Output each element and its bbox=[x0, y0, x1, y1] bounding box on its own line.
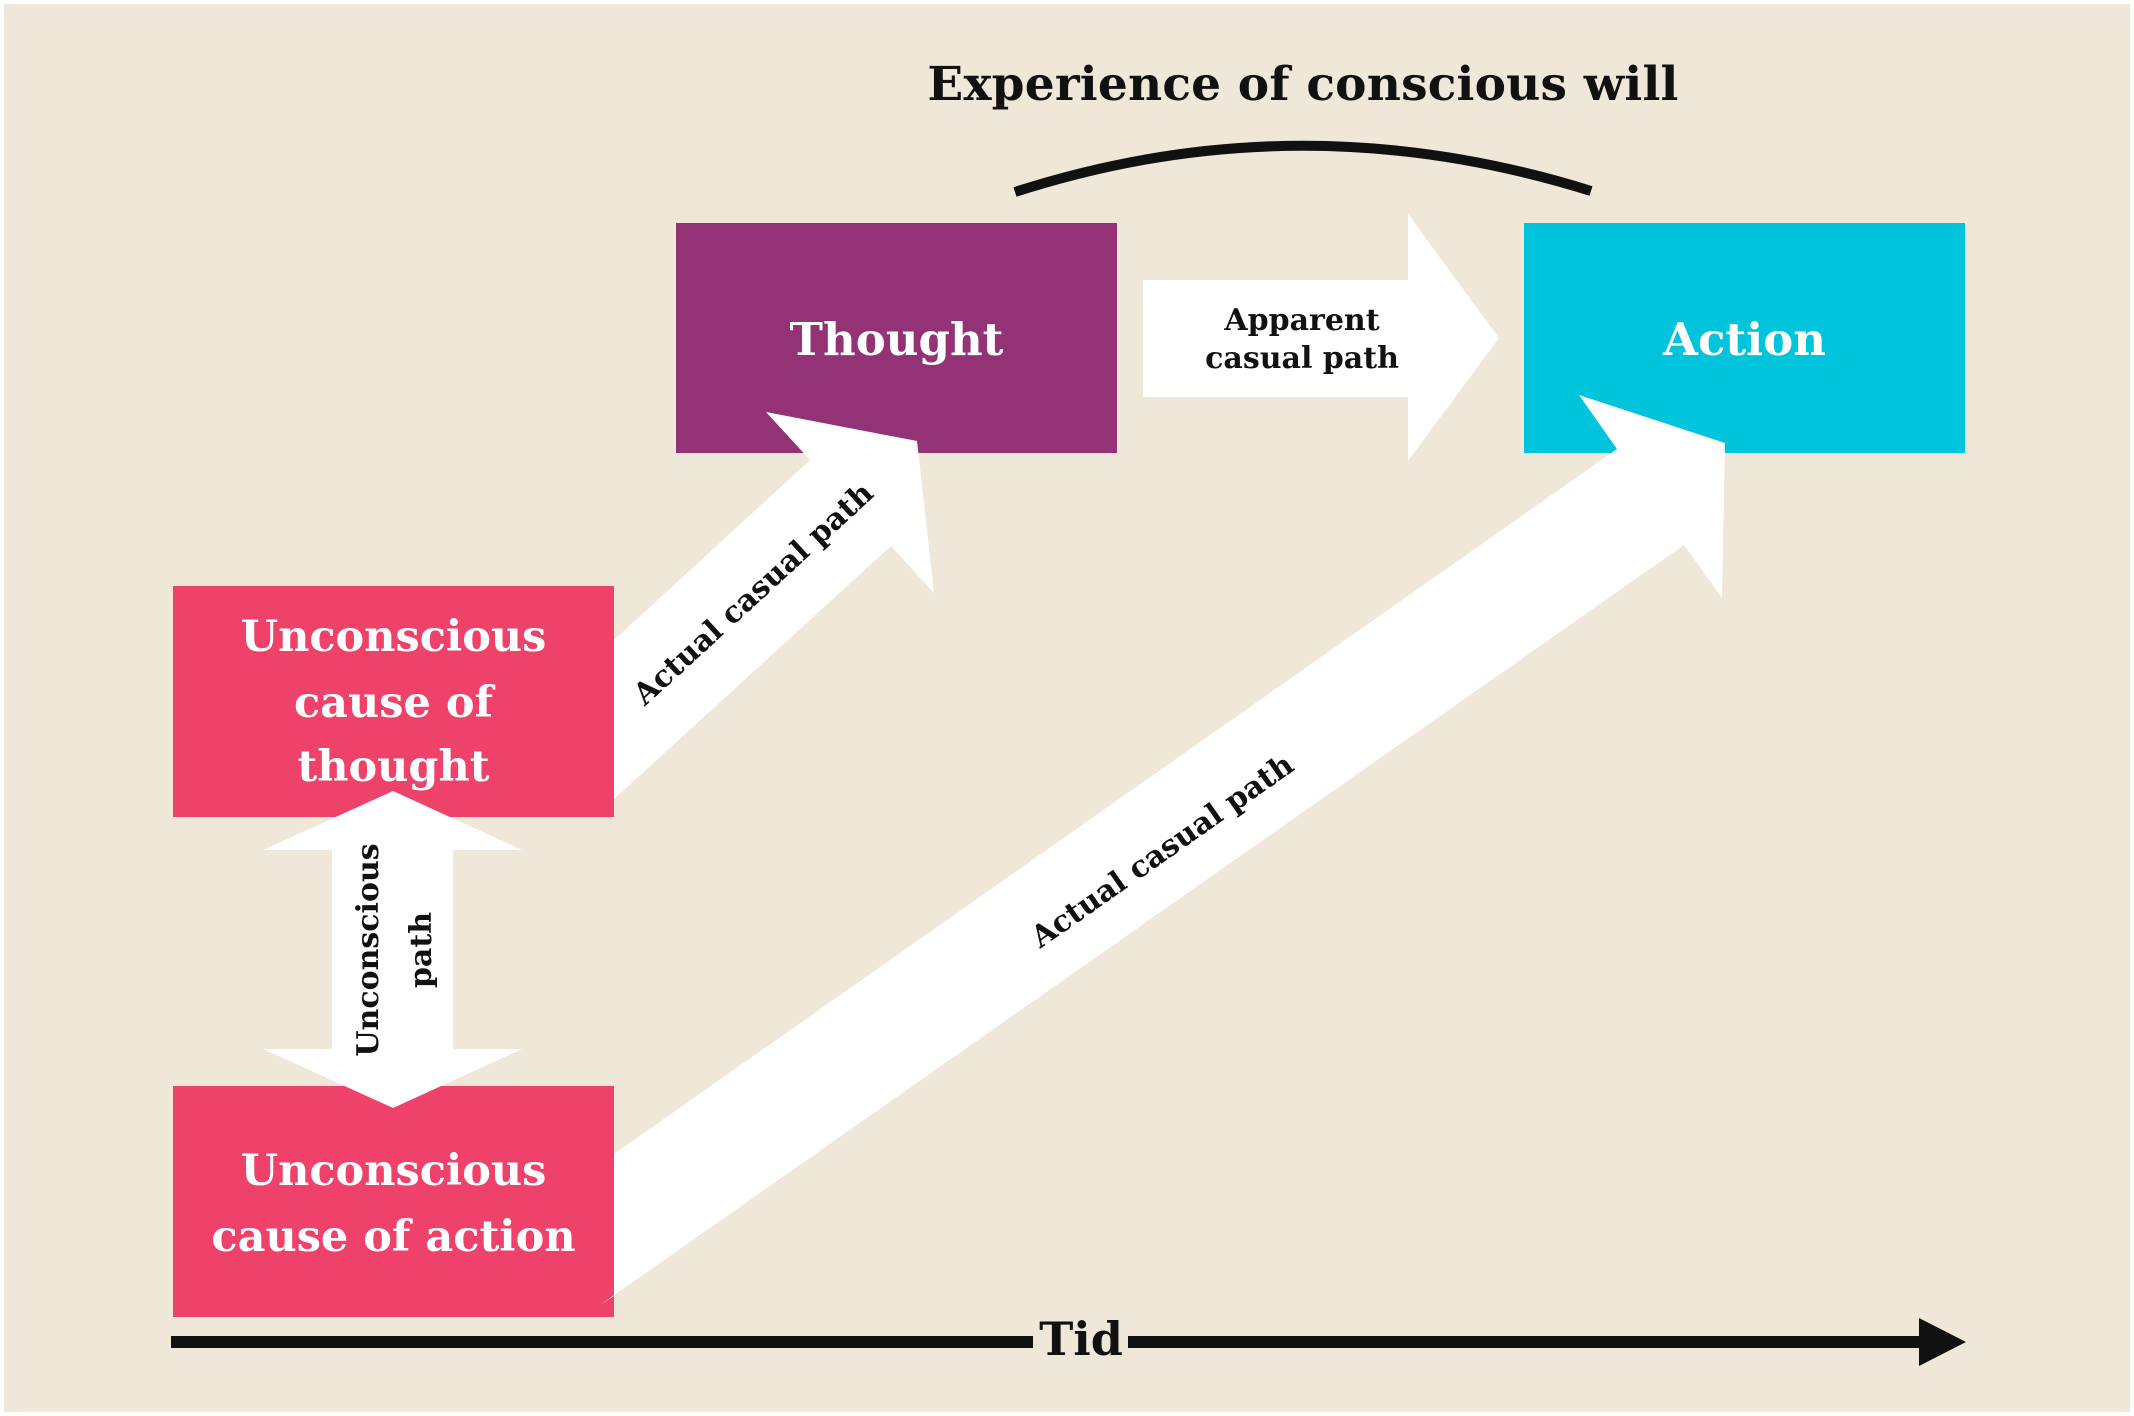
actual-path-to-thought-arrow bbox=[614, 412, 934, 799]
time-axis-label: Tid bbox=[1039, 1312, 1123, 1366]
apparent-path-arrow bbox=[1143, 214, 1499, 461]
diagram-title: Experience of conscious will bbox=[927, 57, 1678, 112]
unconscious-path-label-line-1: Unconscious bbox=[351, 843, 386, 1056]
unconscious-path-label-line-2: path bbox=[404, 912, 439, 988]
time-axis-arrowhead-icon bbox=[1919, 1318, 1966, 1366]
conscious-will-arc bbox=[1013, 140, 1593, 197]
time-axis-line-right bbox=[1128, 1336, 1923, 1348]
unconscious-thought-label-line-1: Unconscious bbox=[241, 612, 547, 662]
thought-label: Thought bbox=[790, 313, 1004, 366]
unconscious-action-label-line-1: Unconscious bbox=[241, 1146, 547, 1196]
unconscious-path-double-arrow bbox=[263, 791, 522, 1108]
apparent-path-label-line-2: casual path bbox=[1205, 341, 1399, 376]
unconscious-cause-of-thought-box bbox=[173, 586, 614, 817]
action-label: Action bbox=[1662, 313, 1826, 366]
time-axis-line-left bbox=[171, 1336, 1033, 1348]
unconscious-action-label-line-2: cause of action bbox=[211, 1212, 575, 1262]
unconscious-thought-label-line-2: cause of bbox=[294, 678, 496, 728]
actual-path-to-action-arrow bbox=[600, 395, 1725, 1305]
thought-box bbox=[676, 223, 1117, 453]
unconscious-cause-of-action-box bbox=[173, 1086, 614, 1317]
unconscious-thought-label-line-3: thought bbox=[297, 742, 489, 792]
apparent-path-label-line-1: Apparent bbox=[1223, 303, 1379, 338]
